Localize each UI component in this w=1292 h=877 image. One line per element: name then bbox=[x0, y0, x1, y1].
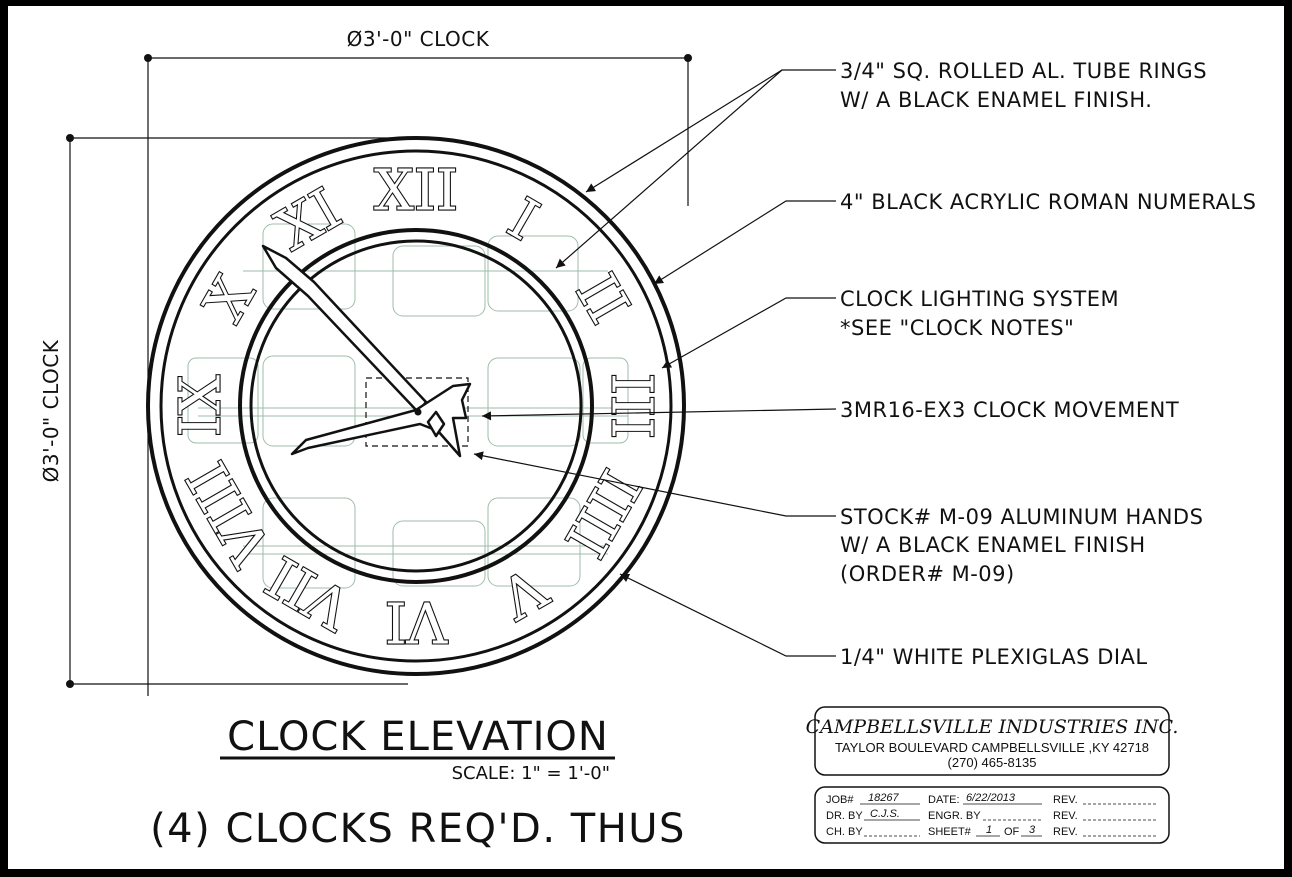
numeral-10: X bbox=[192, 265, 268, 332]
numeral-7: VII bbox=[256, 543, 363, 642]
drawing-title: CLOCK ELEVATION bbox=[227, 714, 609, 760]
note-tube-rings-line1: 3/4" SQ. ROLLED AL. TUBE RINGS bbox=[840, 59, 1207, 83]
hand-diamond bbox=[426, 410, 446, 438]
sheet-total: 3 bbox=[1029, 824, 1036, 836]
numeral-3: III bbox=[599, 373, 664, 439]
height-dimension-label: Ø3'-0" CLOCK bbox=[39, 339, 63, 482]
quantity-note: (4) CLOCKS REQ'D. THUS bbox=[150, 806, 686, 852]
numeral-2: II bbox=[563, 264, 641, 335]
job-value: 18267 bbox=[868, 792, 899, 804]
of-label: OF bbox=[1004, 826, 1020, 838]
note-hands-line2: W/ A BLACK ENAMEL FINISH bbox=[840, 533, 1146, 557]
rev-label-1: REV. bbox=[1053, 794, 1078, 806]
date-label: DATE: bbox=[928, 794, 960, 806]
callout-notes: 3/4" SQ. ROLLED AL. TUBE RINGS W/ A BLAC… bbox=[840, 59, 1256, 669]
clock-movement-outline bbox=[365, 377, 469, 447]
drawn-by-label: DR. BY bbox=[826, 810, 863, 822]
note-movement: 3MR16-EX3 CLOCK MOVEMENT bbox=[840, 398, 1179, 422]
numeral-6: VI bbox=[385, 589, 449, 654]
sheet-value: 1 bbox=[986, 824, 992, 836]
clock-hands bbox=[261, 244, 472, 458]
rev-label-3: REV. bbox=[1053, 826, 1078, 838]
company-box bbox=[814, 706, 1170, 776]
minute-hand bbox=[261, 244, 428, 414]
title-block-fields: JOB# 18267 DATE: 6/22/2013 REV. DR. BY C… bbox=[826, 792, 1158, 838]
note-lighting-line2: *SEE "CLOCK NOTES" bbox=[840, 316, 1074, 340]
note-lighting-line1: CLOCK LIGHTING SYSTEM bbox=[840, 287, 1119, 311]
note-dial: 1/4" WHITE PLEXIGLAS DIAL bbox=[840, 645, 1148, 669]
engr-by-label: ENGR. BY bbox=[928, 810, 981, 822]
drawing-sheet: Ø3'-0" CLOCK Ø3'-0" CLOCK XII I II III I… bbox=[8, 6, 1284, 869]
width-dimension-label: Ø3'-0" CLOCK bbox=[347, 27, 490, 51]
clock-rings bbox=[146, 136, 686, 676]
clock-elevation-drawing: Ø3'-0" CLOCK Ø3'-0" CLOCK XII I II III I… bbox=[39, 27, 1256, 852]
date-value: 6/22/2013 bbox=[966, 792, 1016, 804]
note-tube-rings-line2: W/ A BLACK ENAMEL FINISH. bbox=[840, 88, 1152, 112]
sheet-label: SHEET# bbox=[928, 826, 972, 838]
note-hands-line1: STOCK# M-09 ALUMINUM HANDS bbox=[840, 505, 1203, 529]
numeral-1: I bbox=[497, 186, 549, 253]
numeral-12: XII bbox=[374, 159, 458, 224]
numeral-9: IX bbox=[169, 375, 234, 437]
note-numerals: 4" BLACK ACRYLIC ROMAN NUMERALS bbox=[840, 190, 1256, 214]
checked-by-label: CH. BY bbox=[826, 826, 863, 838]
center-arbor bbox=[414, 408, 422, 416]
drawn-by-value: C.J.S. bbox=[870, 808, 900, 820]
rev-label-2: REV. bbox=[1053, 810, 1078, 822]
company-address: TAYLOR BOULEVARD CAMPBELLSVILLE ,KY 4271… bbox=[835, 740, 1149, 755]
company-name: CAMPBELLSVILLE INDUSTRIES INC. bbox=[806, 716, 1179, 738]
note-hands-line3: (ORDER# M-09) bbox=[840, 562, 1015, 586]
numeral-8: VIII bbox=[175, 450, 285, 576]
dimension-lines bbox=[69, 57, 689, 696]
company-phone: (270) 465-8135 bbox=[948, 755, 1037, 770]
drawing-scale: SCALE: 1" = 1'-0" bbox=[452, 763, 610, 784]
dimension-dots bbox=[66, 54, 692, 688]
hour-hand bbox=[290, 382, 472, 458]
numeral-5: V bbox=[488, 553, 558, 631]
job-label: JOB# bbox=[826, 794, 854, 806]
leader-lines bbox=[473, 69, 837, 657]
title-block bbox=[814, 786, 1170, 844]
